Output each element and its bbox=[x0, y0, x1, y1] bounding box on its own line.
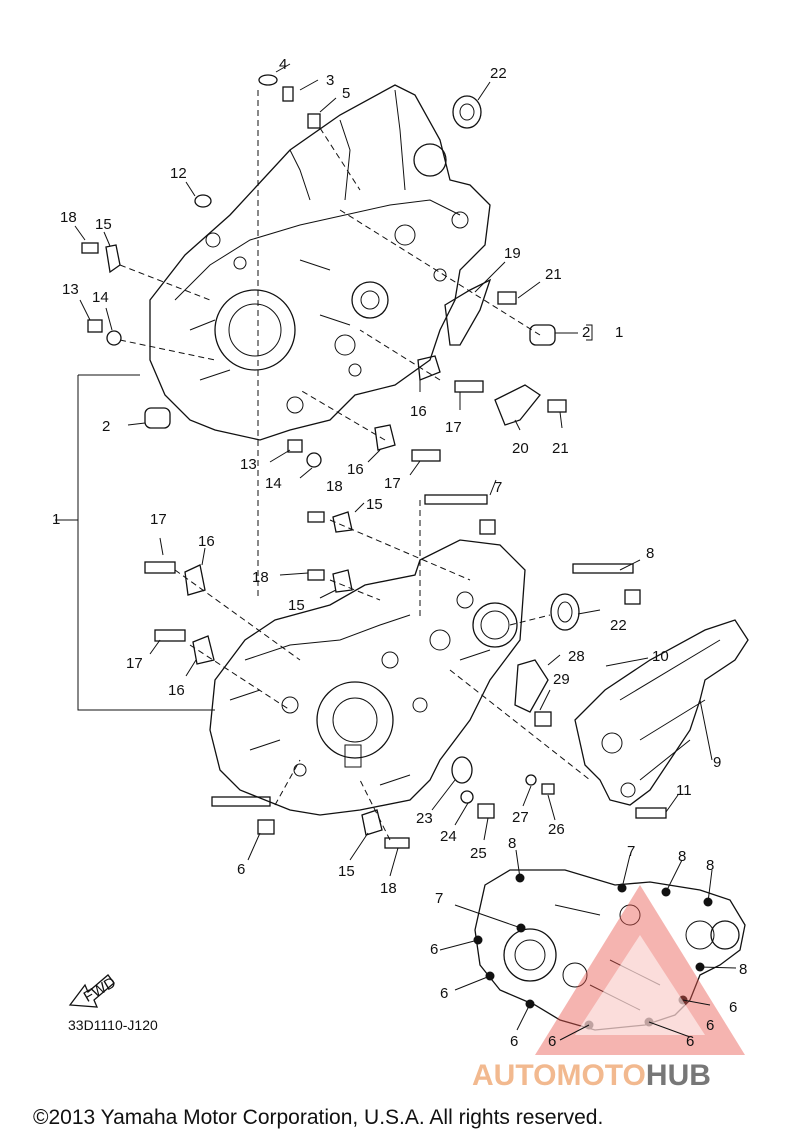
callout-18-bottom: 18 bbox=[380, 880, 397, 897]
callout-18-left: 18 bbox=[252, 569, 269, 586]
callout-4: 4 bbox=[279, 56, 287, 73]
svg-text:AUTOMOTOHUB: AUTOMOTOHUB bbox=[472, 1059, 711, 1092]
callout-9: 9 bbox=[713, 754, 721, 771]
callout-13: 13 bbox=[62, 281, 79, 298]
callout-23: 23 bbox=[416, 810, 433, 827]
callout-24: 24 bbox=[440, 828, 457, 845]
callout-2: 2 bbox=[582, 324, 590, 341]
callout-11: 11 bbox=[676, 782, 692, 799]
callout-6-b5: 6 bbox=[510, 1033, 518, 1050]
callout-15-left: 15 bbox=[288, 597, 305, 614]
watermark-text-automoto: AUTOMOTO bbox=[472, 1059, 646, 1092]
callout-17-left: 17 bbox=[150, 511, 167, 528]
callout-18-mid: 18 bbox=[326, 478, 343, 495]
callout-20: 20 bbox=[512, 440, 529, 457]
callout-22: 22 bbox=[490, 65, 507, 82]
callout-6-b2: 6 bbox=[440, 985, 448, 1002]
callout-17-left-2: 17 bbox=[126, 655, 143, 672]
callout-21: 21 bbox=[545, 266, 562, 283]
callout-6-b6: 6 bbox=[548, 1033, 556, 1050]
small-parts bbox=[81, 74, 667, 849]
callout-2-left: 2 bbox=[102, 418, 110, 435]
callout-15-bottom: 15 bbox=[338, 863, 355, 880]
crankcase-right-half bbox=[149, 84, 491, 441]
callout-15: 15 bbox=[95, 216, 112, 233]
callout-16: 16 bbox=[410, 403, 427, 420]
callout-7: 7 bbox=[494, 479, 502, 496]
callout-labels: 4 3 5 22 12 18 15 13 14 19 21 2 1 2 16 1… bbox=[52, 56, 747, 1050]
callout-18: 18 bbox=[60, 209, 77, 226]
callout-12: 12 bbox=[170, 165, 187, 182]
callout-7-b1: 7 bbox=[627, 843, 635, 860]
fwd-label: FWD bbox=[81, 974, 119, 1006]
callout-8: 8 bbox=[646, 545, 654, 562]
callout-6: 6 bbox=[237, 861, 245, 878]
callout-16-left: 16 bbox=[198, 533, 215, 550]
watermark-text-hub: HUB bbox=[646, 1059, 711, 1092]
callout-6-b3: 6 bbox=[729, 999, 737, 1016]
copyright-notice: ©2013 Yamaha Motor Corporation, U.S.A. A… bbox=[33, 1106, 603, 1129]
callout-1-bracket: 1 bbox=[52, 511, 60, 528]
callout-28: 28 bbox=[568, 648, 585, 665]
assembly-guide-lines bbox=[119, 90, 591, 841]
callout-22-lower: 22 bbox=[610, 617, 627, 634]
watermark-text: AUTOMOTOHUB bbox=[472, 1059, 711, 1092]
diagram-code: 33D1110-J120 bbox=[68, 1017, 158, 1033]
callout-8-b2: 8 bbox=[678, 848, 686, 865]
callout-1: 1 bbox=[615, 324, 623, 341]
callout-26: 26 bbox=[548, 821, 565, 838]
callout-8-b3: 8 bbox=[706, 857, 714, 874]
callout-6-b7: 6 bbox=[686, 1033, 694, 1050]
watermark-logo bbox=[535, 885, 745, 1055]
callout-25: 25 bbox=[470, 845, 487, 862]
callout-27: 27 bbox=[512, 809, 529, 826]
callout-29: 29 bbox=[553, 671, 570, 688]
callout-10: 10 bbox=[652, 648, 669, 665]
leader-lines bbox=[55, 63, 737, 1041]
fwd-arrow-icon: FWD bbox=[68, 974, 119, 1008]
callout-17-lower: 17 bbox=[384, 475, 401, 492]
callout-16-lower: 16 bbox=[347, 461, 364, 478]
callout-16-left-2: 16 bbox=[168, 682, 185, 699]
callout-8-b4: 8 bbox=[739, 961, 747, 978]
callout-5: 5 bbox=[342, 85, 350, 102]
callout-14: 14 bbox=[92, 289, 109, 306]
callout-7-b2: 7 bbox=[435, 890, 443, 907]
callout-21-lower: 21 bbox=[552, 440, 569, 457]
callout-8-b1: 8 bbox=[508, 835, 516, 852]
callout-17: 17 bbox=[445, 419, 462, 436]
callout-19: 19 bbox=[504, 245, 521, 262]
callout-13-lower: 13 bbox=[240, 456, 257, 473]
callout-3: 3 bbox=[326, 72, 334, 89]
callout-6-b4: 6 bbox=[706, 1017, 714, 1034]
callout-15-mid: 15 bbox=[366, 496, 383, 513]
callout-6-b1: 6 bbox=[430, 941, 438, 958]
crankcase-left-half bbox=[209, 539, 526, 816]
callout-14-lower: 14 bbox=[265, 475, 282, 492]
